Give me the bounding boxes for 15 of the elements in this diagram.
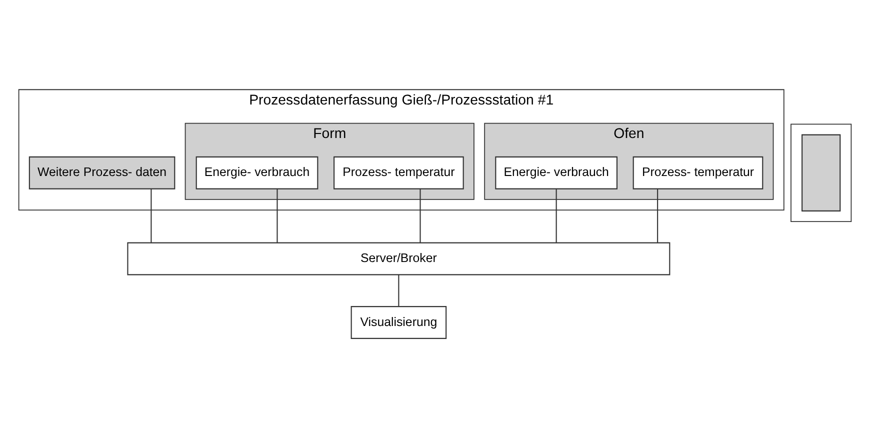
connector	[150, 189, 152, 243]
connector	[657, 189, 658, 243]
connector	[556, 189, 557, 243]
connector	[276, 189, 278, 243]
connector	[420, 189, 421, 243]
node-box: Weitere Prozess- daten	[28, 156, 176, 190]
node-box: Prozess- temperatur	[334, 156, 464, 190]
node-box: Energie- verbrauch	[495, 156, 618, 190]
node-box: Energie- verbrauch	[196, 156, 318, 190]
node-box	[802, 134, 841, 212]
cluster	[790, 124, 852, 222]
node-box: Prozess- temperatur	[632, 156, 764, 190]
node-box: Server/Broker	[127, 242, 670, 276]
connector	[398, 274, 400, 306]
node-box: Visualisierung	[350, 306, 447, 339]
